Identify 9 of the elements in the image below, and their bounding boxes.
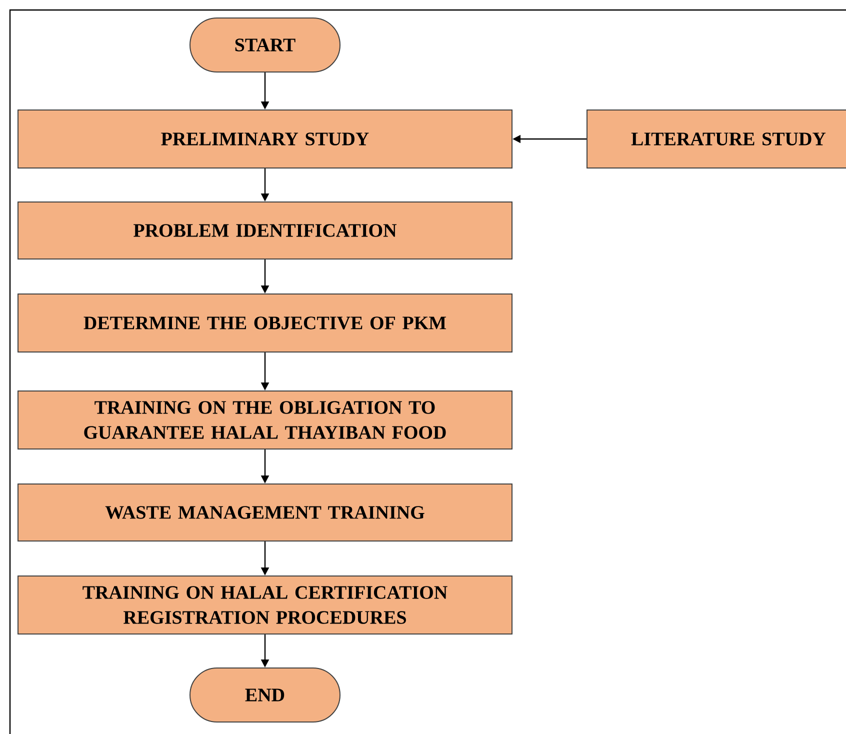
process-box: LITERATURE STUDY [586,110,846,168]
terminal-box: END [190,668,340,722]
terminal-box: START [190,18,340,72]
process-box: TRAINING ON HALAL CERTIFICATION REGISTRATION PROCEDURES [18,576,512,634]
process-box: WASTE MANAGEMENT TRAINING [18,484,512,542]
process-box: TRAINING ON THE OBLIGATION TO GUARANTEE HALAL THAYIBAN FOOD [18,390,512,450]
process-box: PRELIMINARY STUDY [18,110,512,168]
process-box: PROBLEM IDENTIFICATION [18,202,512,260]
process-box: DETERMINE THE OBJECTIVE OF PKM [18,294,512,352]
